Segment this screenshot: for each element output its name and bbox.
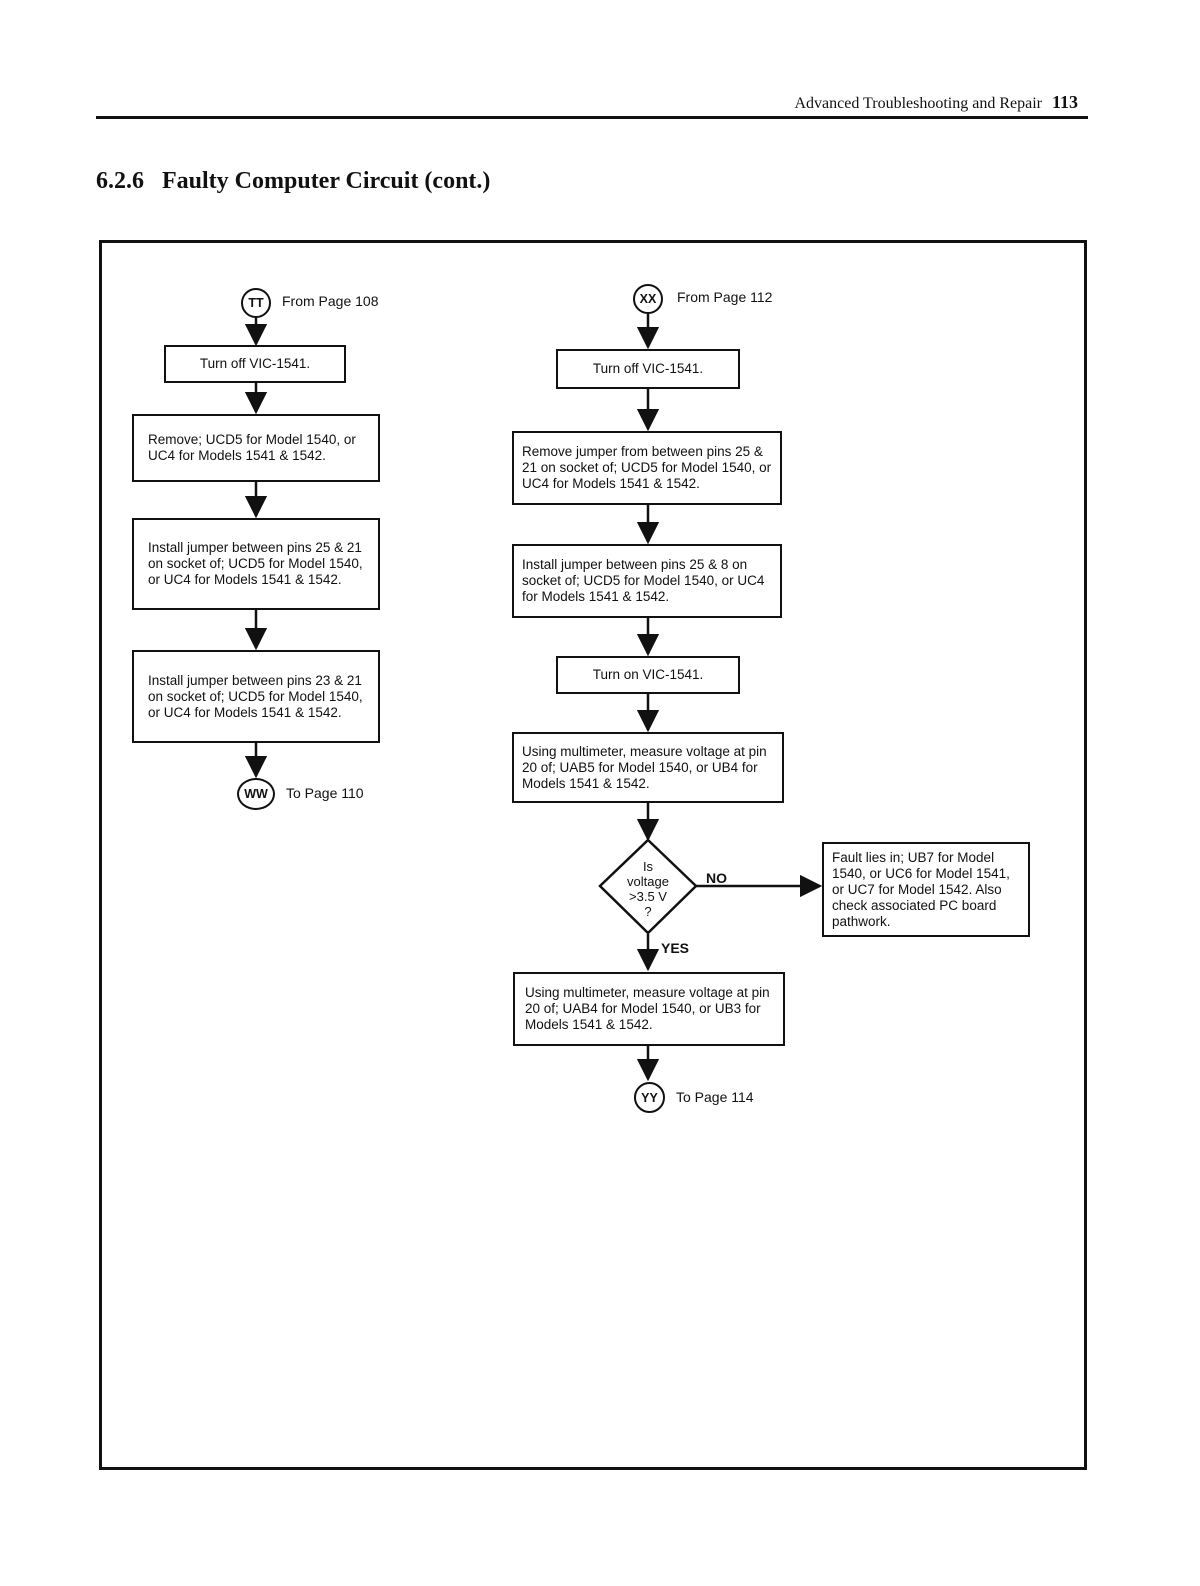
- step-text: Remove jumper from between pins 25 & 21 …: [522, 444, 772, 491]
- step-remove-jumper: Remove jumper from between pins 25 & 21 …: [512, 431, 782, 505]
- section-number: 6.2.6: [96, 168, 144, 194]
- step-remove-ucd5: Remove; UCD5 for Model 1540, or UC4 for …: [132, 414, 380, 482]
- step-turn-off-right: Turn off VIC-1541.: [556, 349, 740, 389]
- connector-xx-label: From Page 112: [677, 289, 773, 305]
- step-text: Install jumper between pins 25 & 8 on so…: [522, 557, 765, 604]
- step-text: Turn on VIC-1541.: [592, 667, 704, 682]
- step-text: Turn off VIC-1541.: [592, 361, 704, 376]
- step-install-jumper-25-21: Install jumper between pins 25 & 21 on s…: [132, 518, 380, 610]
- step-turn-on: Turn on VIC-1541.: [556, 656, 740, 694]
- decision-diamond: [598, 838, 698, 935]
- step-text: Install jumper between pins 25 & 21 on s…: [148, 540, 363, 587]
- branch-yes-label: YES: [661, 940, 690, 956]
- step-install-jumper-23-21: Install jumper between pins 23 & 21 on s…: [132, 650, 380, 743]
- decision-line: ?: [644, 904, 652, 919]
- step-measure-uab5: Using multimeter, measure voltage at pin…: [512, 732, 784, 803]
- step-text: Using multimeter, measure voltage at pin…: [525, 985, 770, 1032]
- step-install-jumper-25-8: Install jumper between pins 25 & 8 on so…: [512, 544, 782, 618]
- branch-no-label: NO: [706, 870, 727, 886]
- step-turn-off-left: Turn off VIC-1541.: [164, 345, 346, 383]
- connector-xx: XX: [633, 284, 663, 314]
- section-heading: 6.2.6 Faulty Computer Circuit (cont.): [96, 168, 490, 195]
- connector-ww-label: To Page 110: [286, 785, 364, 801]
- connector-tt-label: From Page 108: [282, 293, 379, 309]
- step-text: Fault lies in; UB7 for Model 1540, or UC…: [832, 849, 1010, 929]
- fault-result-box: Fault lies in; UB7 for Model 1540, or UC…: [822, 842, 1030, 937]
- flowchart-frame: [99, 240, 1087, 1470]
- connector-yy: YY: [634, 1082, 665, 1113]
- step-text: Turn off VIC-1541.: [199, 356, 311, 371]
- connector-ww: WW: [237, 778, 275, 810]
- page-number: 113: [1051, 92, 1078, 112]
- decision-line: voltage: [627, 874, 669, 889]
- step-measure-uab4: Using multimeter, measure voltage at pin…: [513, 972, 785, 1046]
- step-text: Using multimeter, measure voltage at pin…: [522, 743, 767, 791]
- decision-line: >3.5 V: [629, 889, 667, 904]
- section-title: Faulty Computer Circuit (cont.): [162, 168, 491, 194]
- step-text: Remove; UCD5 for Model 1540, or UC4 for …: [148, 432, 356, 463]
- running-title: Advanced Troubleshooting and Repair: [794, 95, 1042, 112]
- connector-tt: TT: [241, 288, 271, 318]
- decision-line: Is: [642, 859, 654, 874]
- running-header: Advanced Troubleshooting and Repair 113: [700, 92, 1078, 113]
- decision-text: Is voltage >3.5 V ?: [608, 859, 688, 919]
- connector-yy-label: To Page 114: [676, 1089, 754, 1105]
- step-text: Install jumper between pins 23 & 21 on s…: [148, 672, 363, 720]
- header-rule: [96, 116, 1088, 119]
